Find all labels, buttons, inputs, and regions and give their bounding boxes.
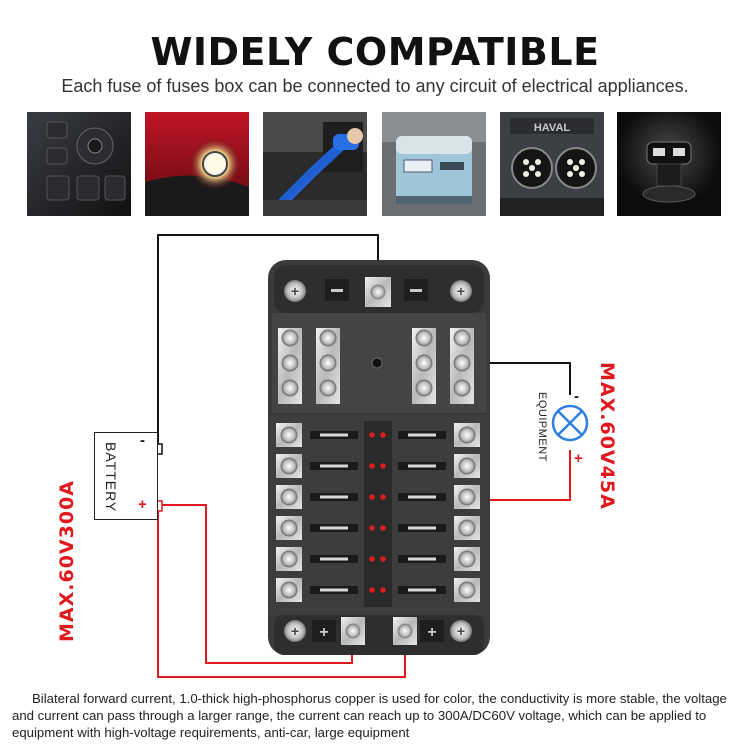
svg-text:+: + [291, 283, 299, 299]
fuse-box: + + + + + + [268, 260, 490, 655]
application-gallery: HAVAL [27, 112, 721, 216]
fuse-screw-left [280, 581, 298, 599]
indicator-led [380, 587, 386, 593]
bottom-terminals: + + + + [284, 617, 472, 645]
svg-text:+: + [427, 624, 436, 641]
indicator-led [369, 556, 375, 562]
top-mount-screws: + + [284, 277, 472, 307]
indicator-led [369, 463, 375, 469]
indicator-led [380, 525, 386, 531]
svg-text:+: + [291, 623, 299, 639]
ground-bus-bars [278, 328, 474, 404]
usb-car-charger-icon [617, 112, 721, 216]
battery-plus: + [138, 496, 147, 513]
battery-minus: - [140, 432, 145, 449]
indicator-led [369, 525, 375, 531]
subtitle: Each fuse of fuses box can be connected … [61, 76, 689, 96]
car-vacuum-cleaner-icon [263, 112, 367, 216]
fuse-contact-right [408, 433, 436, 437]
fuse-contact-left [320, 433, 348, 437]
fuse-contact-left [320, 526, 348, 530]
fuse-contact-right [408, 495, 436, 499]
indicator-led [380, 494, 386, 500]
equipment-rating: MAX.60V45A [596, 362, 618, 510]
fuse-contact-left [320, 588, 348, 592]
indicator-led [369, 494, 375, 500]
fuse-screw-left [280, 488, 298, 506]
fuse-screw-right [458, 581, 476, 599]
svg-text:+: + [457, 283, 465, 299]
fog-light-icon [145, 112, 249, 216]
fuse-contact-right [408, 557, 436, 561]
svg-text:+: + [319, 624, 328, 641]
fuse-screw-left [280, 426, 298, 444]
equipment-minus: - [574, 388, 579, 405]
headline: WIDELY COMPATIBLE [150, 30, 600, 74]
fuse-screw-left [280, 550, 298, 568]
battery-box [94, 432, 158, 520]
indicator-led [380, 556, 386, 562]
car-dashboard-switches-icon [27, 112, 131, 216]
battery-label: BATTERY [103, 442, 119, 513]
fuse-contact-right [408, 588, 436, 592]
fuse-screw-right [458, 426, 476, 444]
equipment-label: EQUIPMENT [536, 392, 548, 462]
fuse-contact-left [320, 464, 348, 468]
fuse-screw-right [458, 457, 476, 475]
fuse-contact-right [408, 526, 436, 530]
indicator-led [369, 432, 375, 438]
car-fridge-icon [382, 112, 486, 216]
equipment-plus: + [574, 450, 583, 467]
fuse-screw-left [280, 457, 298, 475]
equipment-lamp-icon [551, 404, 589, 442]
product-description: Bilateral forward current, 1.0-thick hig… [12, 691, 727, 740]
fuse-contact-left [320, 495, 348, 499]
haval-badge: HAVAL [534, 122, 571, 134]
fuse-screw-right [458, 488, 476, 506]
indicator-led [380, 432, 386, 438]
fuse-contact-left [320, 557, 348, 561]
battery-rating: MAX.60V300A [56, 480, 78, 642]
negative-wire [157, 234, 571, 447]
fuse-screw-right [458, 519, 476, 537]
fuse-screw-right [458, 550, 476, 568]
led-indicator-strip [364, 421, 392, 607]
svg-text:+: + [457, 623, 465, 639]
fuse-screw-left [280, 519, 298, 537]
fuse-slots [276, 421, 480, 607]
fuse-box-wiring-diagram: + + + + + + [151, 234, 589, 678]
offroad-led-lights-icon: HAVAL [500, 112, 604, 216]
indicator-led [380, 463, 386, 469]
indicator-led [369, 587, 375, 593]
fuse-contact-right [408, 464, 436, 468]
